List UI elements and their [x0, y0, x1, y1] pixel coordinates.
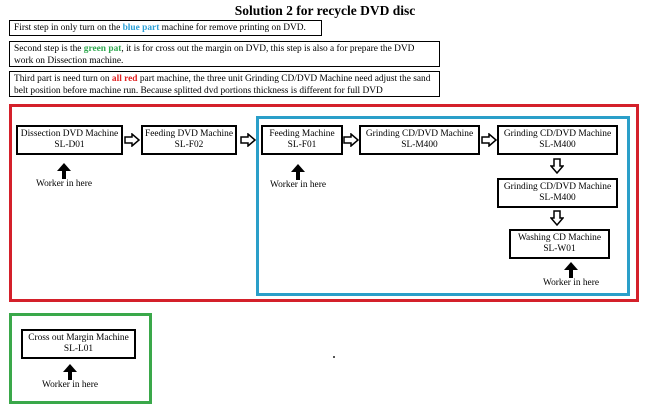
worker-marker: Worker in here [531, 262, 611, 288]
worker-label: Worker in here [270, 180, 326, 190]
worker-label: Worker in here [543, 278, 599, 288]
machine-code: SL-M400 [539, 140, 576, 150]
flow-arrow-right-icon [124, 133, 140, 147]
grinding-machine-1: Grinding CD/DVD Machine SL-M400 [359, 125, 480, 155]
red-region [9, 104, 639, 302]
step3-text-after: part machine, the three unit Grinding CD… [14, 74, 431, 96]
grinding-machine-2: Grinding CD/DVD Machine SL-M400 [497, 125, 618, 155]
flow-arrow-down-icon [550, 158, 564, 174]
machine-code: SL-M400 [401, 140, 438, 150]
up-arrow-icon [57, 163, 71, 179]
worker-label: Worker in here [42, 380, 98, 390]
blue-region [256, 116, 630, 296]
worker-marker: Worker in here [30, 364, 110, 390]
machine-name: Dissection DVD Machine [20, 129, 119, 139]
machine-name: Grinding CD/DVD Machine [365, 129, 474, 139]
cross-out-margin-machine: Cross out Margin Machine SL-L01 [21, 329, 136, 359]
up-arrow-icon [291, 164, 305, 180]
step1-note: First step in only turn on the blue part… [9, 20, 322, 36]
machine-name: Cross out Margin Machine [28, 333, 129, 343]
worker-marker: Worker in here [258, 164, 338, 190]
step2-highlight: green pat [83, 44, 122, 54]
machine-name: Feeding DVD Machine [144, 129, 233, 139]
step3-highlight: all red [111, 74, 138, 84]
machine-name: Grinding CD/DVD Machine [503, 182, 612, 192]
flow-arrow-right-icon [481, 133, 497, 147]
up-arrow-icon [63, 364, 77, 380]
step1-text-before: First step in only turn on the [14, 23, 123, 33]
step2-text-before: Second step is the [14, 44, 84, 54]
machine-name: Grinding CD/DVD Machine [503, 129, 612, 139]
flow-arrow-right-icon [343, 133, 359, 147]
dissection-dvd-machine: Dissection DVD Machine SL-D01 [16, 125, 123, 155]
machine-code: SL-D01 [54, 140, 85, 150]
step3-note: Third part is need turn on all red part … [9, 71, 440, 97]
machine-name: Feeding Machine [269, 129, 335, 139]
page-title: Solution 2 for recycle DVD disc [234, 3, 416, 18]
up-arrow-icon [564, 262, 578, 278]
step2-note: Second step is the green pat, it is for … [9, 41, 440, 67]
flow-arrow-down-icon [550, 210, 564, 226]
washing-cd-machine: Washing CD Machine SL-W01 [509, 229, 610, 259]
machine-code: SL-L01 [63, 344, 94, 354]
worker-marker: Worker in here [24, 163, 104, 189]
feeding-dvd-machine: Feeding DVD Machine SL-F02 [141, 125, 237, 155]
machine-code: SL-W01 [543, 244, 576, 254]
machine-name: Washing CD Machine [517, 233, 602, 243]
machine-code: SL-F02 [174, 140, 204, 150]
machine-code: SL-M400 [539, 193, 576, 203]
machine-code: SL-F01 [287, 140, 317, 150]
worker-label: Worker in here [36, 179, 92, 189]
step1-highlight: blue part [122, 23, 160, 33]
step2-text-after: , it is for cross out the margin on DVD,… [14, 44, 415, 66]
step1-text-after: machine for remove printing on DVD. [159, 23, 306, 33]
grinding-machine-3: Grinding CD/DVD Machine SL-M400 [497, 178, 618, 208]
green-region [9, 313, 152, 404]
feeding-machine: Feeding Machine SL-F01 [261, 125, 343, 155]
step3-text-before: Third part is need turn on [14, 74, 112, 84]
stray-dot [333, 356, 335, 358]
flow-arrow-right-icon [240, 133, 256, 147]
